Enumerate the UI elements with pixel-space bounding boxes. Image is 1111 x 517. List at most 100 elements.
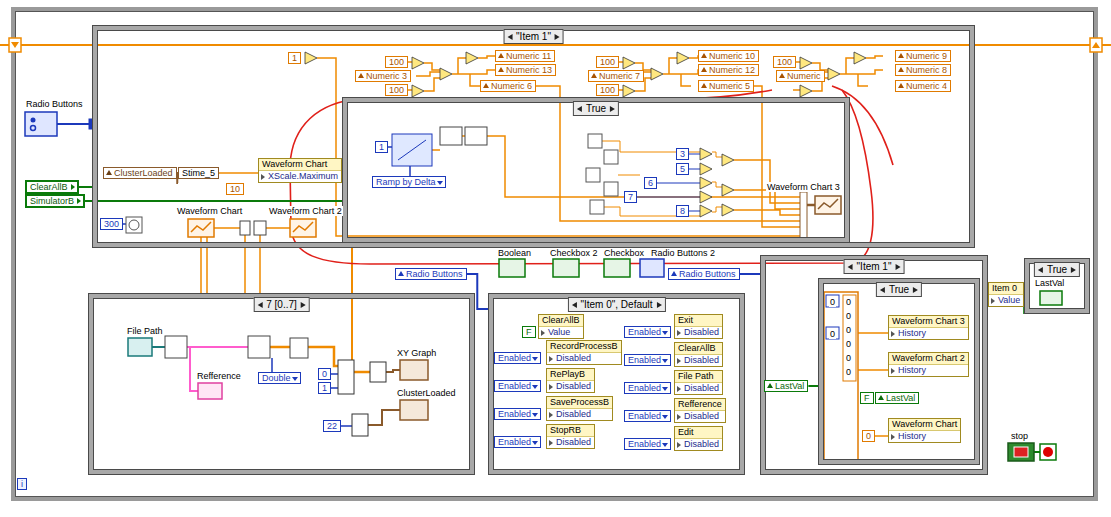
case-structure: True1Ramp by Delta35678 [342,97,850,243]
numeric-constant: 10 [226,183,244,195]
property-node: Item 0Value [988,282,1024,307]
numeric-constant: 100 [596,56,619,68]
numeric-constant: 1 [318,382,331,394]
property-item: Disabled [675,439,722,450]
node-text: Numeric 8 [906,65,947,75]
primitive [700,205,712,217]
subvi-icon [590,200,604,214]
terminal-icon [815,196,841,214]
property-label: Waveform Chart [259,159,341,171]
node-text: 100 [777,57,792,67]
free-label: Radio Buttons [25,99,84,109]
wire [317,58,800,236]
red-annotation [832,86,893,165]
local-variable: Numeric 11 [495,50,555,62]
numeric-constant: 100 [385,84,408,96]
property-item: History [889,431,960,442]
case-structure: 7 [0..7] Double 0 1 22 [88,293,475,475]
unbundle-node: Stime_5 [178,167,219,179]
local-variable: LastVal [764,380,808,392]
numeric-constant: 22 [323,420,341,432]
terminal-icon [31,118,36,123]
boolean-constant: F [522,326,536,338]
free-label: Checkbox 2 [549,248,599,258]
subvi-icon [352,414,368,436]
shift-register [9,38,21,52]
selector-label: True [876,282,922,297]
free-label: stop [1010,431,1029,441]
terminal-icon [128,338,152,356]
enum-constant: Enabled [494,408,541,420]
free-label: Waveform Chart 2 [268,206,343,216]
free-label: Waveform Chart [176,206,243,216]
property-item: Value [539,327,583,338]
enum-constant: Enabled [624,326,671,338]
subvi-icon [604,150,618,164]
subvi-icon [240,221,250,235]
node-text: Numeric [787,71,821,81]
numeric-constant: 8 [676,205,689,217]
free-label: Checkbox [603,248,645,258]
property-node: ExitDisabled [674,314,723,339]
property-label: Edit [675,427,722,439]
property-label: Waveform Chart 3 [889,316,968,328]
boolean-terminal: ClearAllB [25,180,79,194]
property-item: Disabled [675,355,722,366]
node-text: F [864,393,870,403]
property-label: StopRB [547,425,594,437]
case-structure: "Item 0", DefaultFClearAllBValueRecordPr… [488,293,745,475]
node-text: Radio Buttons [406,269,463,279]
selector-label: 7 [0..7] [253,297,310,312]
terminal-icon [1043,447,1053,457]
property-label: Exit [675,315,722,327]
node-text: 0 [322,369,327,379]
shift-register [1092,42,1100,48]
property-item: Disabled [547,437,594,448]
local-variable: Numeric 10 [698,50,759,62]
subvi-icon [338,360,354,394]
node-text: 0 [866,431,871,441]
enum-constant: Enabled [494,380,541,392]
node-text: Numeric 11 [506,51,551,61]
local-variable: LastVal [875,392,919,404]
property-item: XScale.Maximum [259,171,341,182]
node-text: ClearAllB [30,182,68,192]
wire [807,204,815,207]
property-label: ClearAllB [675,343,722,355]
subvi-icon [129,220,139,230]
node-text: Stime_5 [182,168,215,178]
wire [1034,451,1040,453]
node-text: Enabled [498,381,531,391]
case-structure: "Item 1"TrueWaveform Chart 3HistoryWavef… [760,255,988,475]
node-text: Ramp by Delta [376,177,436,187]
primitive [700,191,712,203]
terminal-icon [31,126,36,131]
primitive [700,148,712,160]
property-node: StopRBDisabled [546,424,595,449]
free-label: 0 [845,367,852,377]
node-text: Enabled [628,411,661,421]
numeric-constant: 0 [318,368,331,380]
property-label: Refference [675,399,725,411]
node-text: 5 [680,164,685,174]
property-node: RePlayBDisabled [546,368,595,393]
terminal-icon [824,292,858,462]
property-label: File Path [675,371,722,383]
wire [712,152,722,212]
free-label: 0 [845,325,852,335]
numeric-constant: 300 [100,218,123,230]
node-text: 1 [379,142,384,152]
primitive [722,154,734,166]
terminal-icon [640,259,664,277]
free-label: 0 [845,297,852,307]
wire-connector [85,200,342,202]
property-node: Waveform Chart 2History [888,352,969,377]
local-variable: Numeric 9 [895,50,951,62]
free-label: 0 [845,339,852,349]
selector-label: True [1034,262,1080,277]
terminal-icon [293,222,313,232]
property-label: Waveform Chart [889,419,960,431]
enum-constant: Double [258,372,301,384]
free-label: XY Graph [396,348,437,358]
node-text: 100 [600,85,615,95]
